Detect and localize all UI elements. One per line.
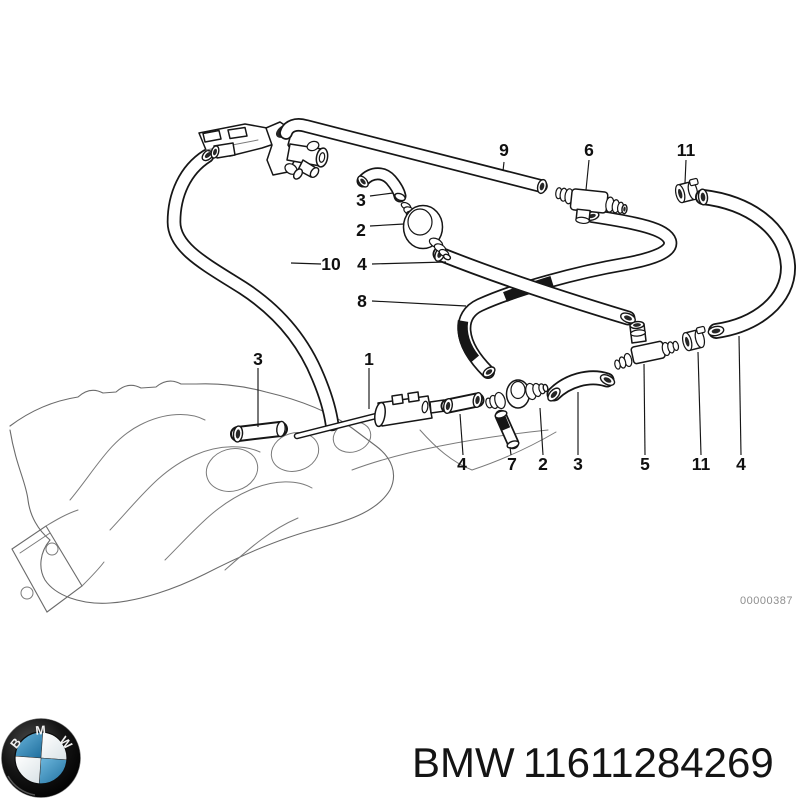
image-number-watermark: 00000387 — [740, 595, 793, 607]
hose-clamp-11-bottom — [681, 325, 706, 352]
short-hose-4-bottom — [440, 391, 485, 415]
manifold-port-hose-3 — [230, 420, 288, 443]
callout-11-bottom: 11 — [692, 454, 711, 474]
vent-hose-9 — [275, 118, 548, 195]
callout-3-left: 3 — [253, 349, 263, 369]
check-valve-2-top — [400, 201, 452, 261]
callout-labels: 9 6 11 3 2 10 4 8 3 1 4 7 2 3 5 11 4 — [253, 140, 746, 474]
callout-10: 10 — [321, 254, 341, 274]
callout-2-top: 2 — [356, 220, 366, 240]
callout-5: 5 — [640, 454, 650, 474]
callout-2-bottom: 2 — [538, 454, 548, 474]
callout-6: 6 — [584, 140, 594, 160]
hose-clamp-11-top — [674, 177, 699, 204]
callout-7: 7 — [507, 454, 517, 474]
vent-hose-8 — [457, 209, 678, 379]
cut-hose-7 — [494, 409, 520, 450]
injector-pipe-1 — [293, 391, 448, 440]
part-number: 11611284269 — [523, 739, 774, 786]
elbow-hose-3-top — [356, 167, 407, 203]
callout-4-right: 4 — [736, 454, 746, 474]
short-hose-3-bottom — [546, 370, 616, 402]
t-connector-5 — [614, 320, 680, 370]
callout-8: 8 — [357, 291, 367, 311]
callout-11-top: 11 — [677, 140, 696, 160]
callout-3-bottom: 3 — [573, 454, 583, 474]
brand-name: BMW — [412, 739, 515, 786]
callout-1: 1 — [364, 349, 374, 369]
check-valve-2-bottom — [485, 379, 549, 410]
vent-hose-4-right — [695, 188, 796, 339]
callout-3-top: 3 — [356, 190, 366, 210]
t-connector-6 — [555, 187, 628, 225]
logo-letter-m: M — [35, 723, 47, 738]
bmw-logo: B M W — [1, 718, 81, 798]
callout-4-bottom: 4 — [457, 454, 467, 474]
callout-4-middle: 4 — [357, 254, 367, 274]
callout-9: 9 — [499, 140, 509, 160]
leader-lines — [257, 159, 742, 456]
vent-hose-10 — [166, 148, 340, 432]
intake-manifold-sketch — [9, 380, 557, 613]
